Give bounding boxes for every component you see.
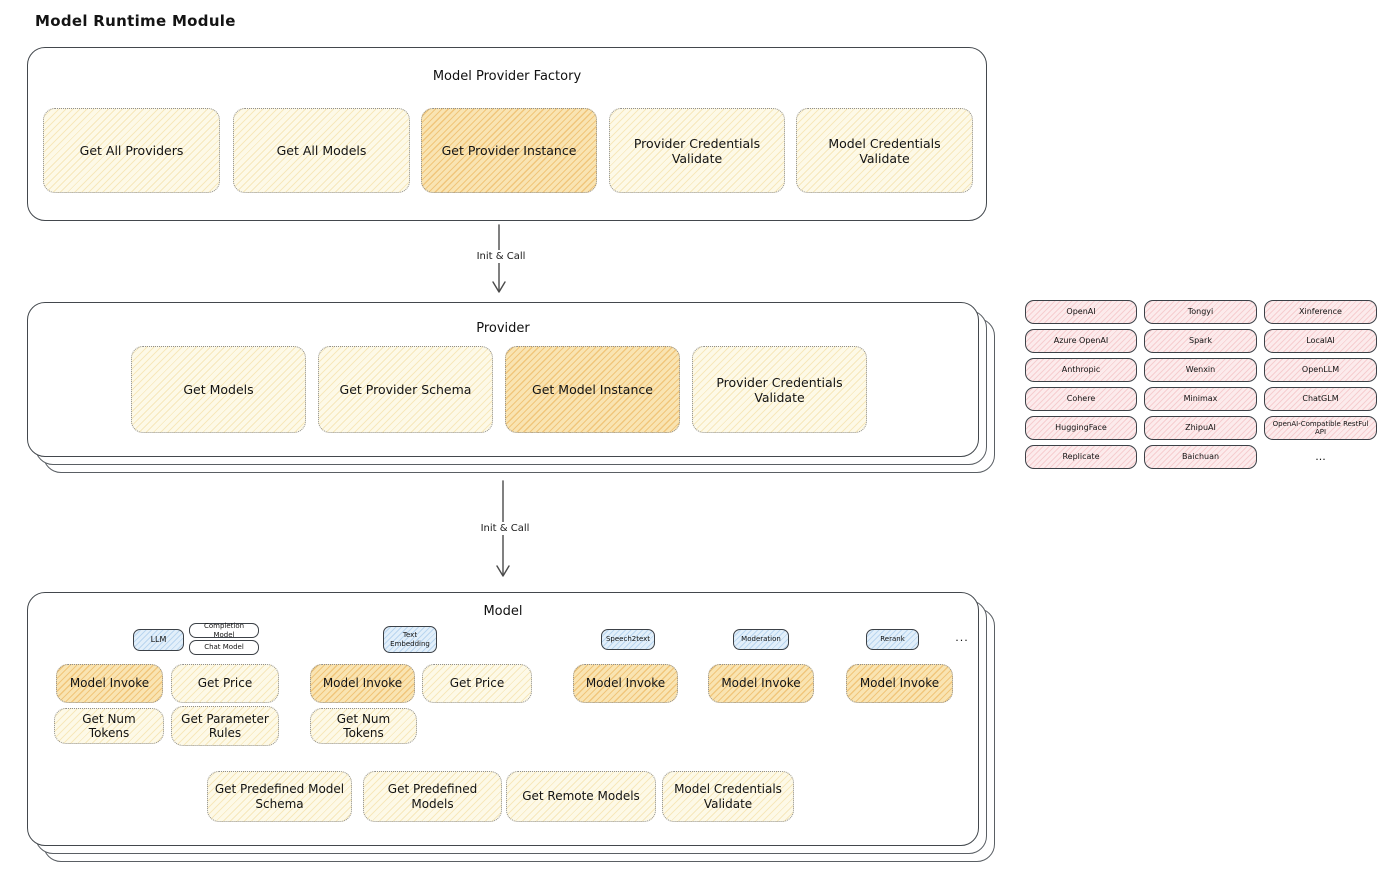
page-title: Model Runtime Module <box>35 12 236 30</box>
factory-title: Model Provider Factory <box>432 69 582 84</box>
factory-model-credentials-validate: Model Credentials Validate <box>796 108 973 193</box>
get-remote-models: Get Remote Models <box>506 771 656 822</box>
factory-box: Model Provider Factory Get All Providers… <box>27 47 987 221</box>
provider-cell-wenxin: Wenxin <box>1144 358 1257 382</box>
provider-provider-credentials-validate: Provider Credentials Validate <box>692 346 867 433</box>
provider-cell-more: ... <box>1315 450 1326 464</box>
provider-get-model-instance: Get Model Instance <box>505 346 680 433</box>
tab-text-embedding: Text Embedding <box>383 626 437 653</box>
provider-cell-openai-compatible: OpenAI-Compatible RestFul API <box>1264 416 1377 440</box>
init-call-label-2: Init & Call <box>465 522 545 535</box>
provider-cell-xinference: Xinference <box>1264 300 1377 324</box>
get-predefined-model-schema: Get Predefined Model Schema <box>207 771 352 822</box>
provider-cell-replicate: Replicate <box>1025 445 1137 469</box>
factory-provider-credentials-validate: Provider Credentials Validate <box>609 108 785 193</box>
rerank-model-invoke: Model Invoke <box>846 664 953 703</box>
provider-box: Provider Get Models Get Provider Schema … <box>27 302 979 457</box>
llm-get-parameter-rules: Get Parameter Rules <box>171 706 279 746</box>
provider-cell-anthropic: Anthropic <box>1025 358 1137 382</box>
moderation-model-invoke: Model Invoke <box>708 664 814 703</box>
factory-get-all-models: Get All Models <box>233 108 410 193</box>
provider-cell-huggingface: HuggingFace <box>1025 416 1137 440</box>
provider-cell-zhipuai: ZhipuAI <box>1144 416 1257 440</box>
init-call-label-1: Init & Call <box>461 250 541 263</box>
provider-name-grid: OpenAI Tongyi Xinference Azure OpenAI Sp… <box>1025 300 1377 469</box>
provider-cell-tongyi: Tongyi <box>1144 300 1257 324</box>
provider-cell-chatglm: ChatGLM <box>1264 387 1377 411</box>
tabs-more-indicator: ... <box>955 630 969 644</box>
provider-cell-minimax: Minimax <box>1144 387 1257 411</box>
provider-get-models: Get Models <box>131 346 306 433</box>
provider-cell-spark: Spark <box>1144 329 1257 353</box>
model-box: Model LLM Completion Model Chat Model Te… <box>27 592 979 846</box>
factory-get-all-providers: Get All Providers <box>43 108 220 193</box>
provider-cell-cohere: Cohere <box>1025 387 1137 411</box>
tab-rerank: Rerank <box>866 629 919 650</box>
provider-cell-azure-openai: Azure OpenAI <box>1025 329 1137 353</box>
text-embedding-model-invoke: Model Invoke <box>310 664 415 703</box>
tab-llm: LLM <box>133 629 184 651</box>
tab-moderation: Moderation <box>733 629 789 650</box>
speech2text-model-invoke: Model Invoke <box>573 664 678 703</box>
text-embedding-get-price: Get Price <box>422 664 532 703</box>
get-predefined-models: Get Predefined Models <box>363 771 502 822</box>
tab-speech2text: Speech2text <box>601 629 655 650</box>
provider-cell-localai: LocalAI <box>1264 329 1377 353</box>
provider-cell-openllm: OpenLLM <box>1264 358 1377 382</box>
text-embedding-get-num-tokens: Get Num Tokens <box>310 708 417 744</box>
provider-cell-baichuan: Baichuan <box>1144 445 1257 469</box>
llm-model-invoke: Model Invoke <box>56 664 163 703</box>
llm-get-num-tokens: Get Num Tokens <box>54 708 164 744</box>
tab-completion-model: Completion Model <box>189 622 259 639</box>
factory-get-provider-instance: Get Provider Instance <box>421 108 597 193</box>
provider-get-provider-schema: Get Provider Schema <box>318 346 493 433</box>
model-credentials-validate: Model Credentials Validate <box>662 771 794 822</box>
model-title: Model <box>483 604 523 619</box>
llm-get-price: Get Price <box>171 664 279 703</box>
provider-title: Provider <box>476 321 530 336</box>
tab-chat-model: Chat Model <box>189 640 259 655</box>
provider-cell-openai: OpenAI <box>1025 300 1137 324</box>
